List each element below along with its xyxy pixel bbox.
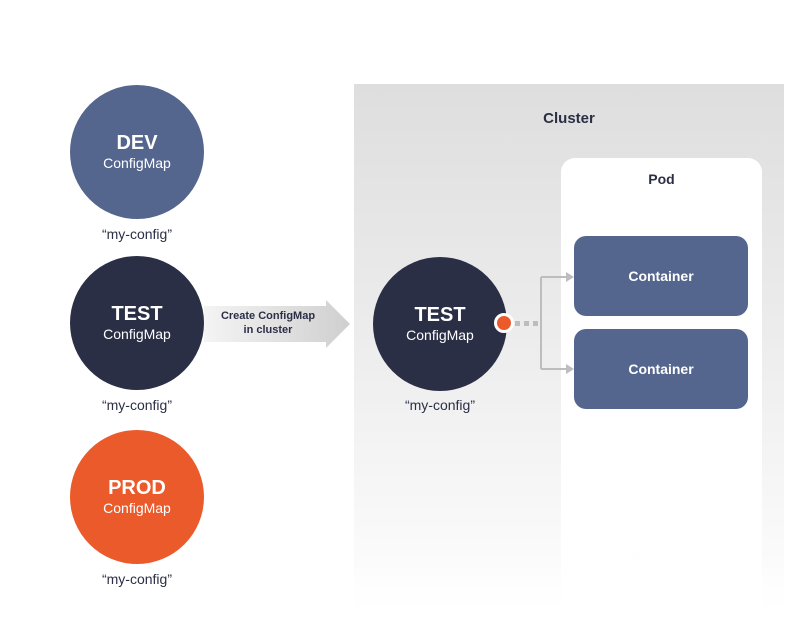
connector-dot: [533, 321, 538, 326]
test-configmap-circle: TEST ConfigMap: [70, 256, 204, 390]
prod-configmap-env: PROD: [108, 477, 166, 499]
dev-configmap-type: ConfigMap: [103, 155, 171, 171]
connector-dot: [524, 321, 529, 326]
prod-configmap-circle: PROD ConfigMap: [70, 430, 204, 564]
container-box-1: Container: [574, 236, 748, 316]
connector-dot: [515, 321, 520, 326]
arrow-head-icon: [566, 272, 574, 282]
arrow-head-icon: [566, 364, 574, 374]
create-configmap-label: Create ConfigMap in cluster: [214, 309, 322, 337]
cluster-configmap-env: TEST: [414, 304, 466, 326]
cluster-configmap-name: “my-config”: [404, 397, 475, 413]
prod-configmap-name: “my-config”: [101, 571, 172, 587]
dev-configmap-circle: DEV ConfigMap: [70, 85, 204, 219]
cluster-configmap-type: ConfigMap: [406, 327, 474, 343]
cluster-title: Cluster: [543, 110, 595, 127]
create-configmap-arrow: [204, 300, 350, 348]
container-box-2: Container: [574, 329, 748, 409]
bottom-fade: [340, 560, 791, 629]
dev-configmap-name: “my-config”: [101, 226, 172, 242]
test-configmap-type: ConfigMap: [103, 326, 171, 342]
pod-title: Pod: [648, 171, 675, 187]
pod-connector: [515, 272, 574, 374]
create-configmap-label-line1: Create ConfigMap: [220, 310, 316, 322]
create-configmap-label-line2: in cluster: [243, 324, 293, 336]
test-configmap-name: “my-config”: [101, 397, 172, 413]
dev-configmap-env: DEV: [116, 132, 158, 154]
mount-point-dot: [494, 313, 514, 333]
container-label: Container: [628, 361, 694, 377]
test-configmap-env: TEST: [111, 303, 163, 325]
cluster-test-configmap-circle: TEST ConfigMap: [373, 257, 507, 391]
prod-configmap-type: ConfigMap: [103, 500, 171, 516]
container-label: Container: [628, 268, 694, 284]
